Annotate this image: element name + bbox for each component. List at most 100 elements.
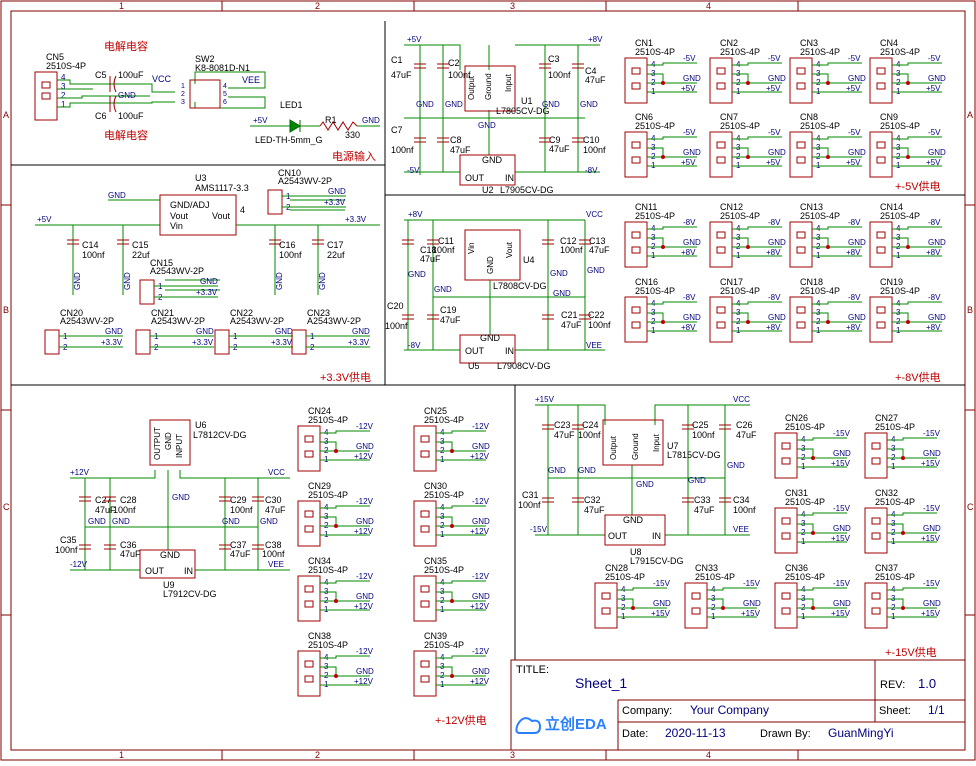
cn5-body: [34, 71, 58, 121]
net-m8: -8V: [585, 166, 598, 175]
connector-body: [291, 329, 307, 355]
junction-dot: [746, 81, 750, 85]
reg-5v-block: Output Ground Input U1 L7805CV-DG GND OU…: [391, 35, 606, 195]
connector-ref: CN7: [720, 112, 738, 122]
c19-ref: C19: [440, 305, 457, 315]
connector-body: [789, 296, 813, 343]
connector-net-gnd: GND: [928, 148, 946, 157]
connector-body: [869, 296, 893, 343]
connector-net-pos: +15V: [921, 609, 941, 618]
u2-body: [459, 154, 516, 186]
junction-dot: [661, 320, 665, 324]
connector-value: 2510S-4P: [880, 211, 920, 221]
connector-value: 2510S-4P: [720, 47, 760, 57]
connector-value: 2510S-4P: [880, 121, 920, 131]
connector-net-gnd: GND: [683, 238, 701, 247]
junction-dot: [334, 599, 338, 603]
c22-ref: C22: [588, 310, 605, 320]
connector-value: 2510S-4P: [880, 47, 920, 57]
junction-dot: [906, 81, 910, 85]
reg-15v-block: Output Ground Input U7 L7815CV-DG GND OU…: [518, 395, 757, 566]
connector-net-neg: -5V: [928, 128, 941, 137]
cn5-pin: 2: [61, 91, 66, 100]
c11-ref: C11: [438, 236, 454, 246]
gnd-label: GND: [88, 517, 106, 526]
net-p8: +8V: [408, 210, 423, 219]
u3-pin-vout: Vout: [170, 211, 189, 221]
connector-body: [594, 582, 618, 629]
connector-net-neg: -15V: [833, 504, 851, 513]
junction-dot: [906, 155, 910, 159]
sw2-value: K8-8081D-N1: [195, 63, 250, 73]
junction-dot: [631, 606, 635, 610]
connector-net-gnd: GND: [848, 148, 866, 157]
connector-value: 2510S-4P: [635, 211, 675, 221]
net-p8: +8V: [588, 35, 603, 44]
net-p5: +5V: [37, 215, 52, 224]
junction-dot: [450, 449, 454, 453]
c20-ref: C20: [387, 301, 404, 311]
u9-pin-gnd: GND: [160, 550, 181, 560]
c34-value: 100nf: [733, 505, 756, 515]
connector-2p-layer: CN10A2543WV-2P12GND+3.3VCN15A2543WV-2P12…: [44, 168, 370, 355]
connector-net-pos: +8V: [766, 248, 781, 257]
u9-pin-out: OUT: [145, 566, 165, 576]
connector-net-neg: -15V: [743, 579, 761, 588]
c13-ref: C13: [589, 236, 606, 246]
c33-value: 47uF: [694, 505, 715, 515]
junction-dot: [826, 155, 830, 159]
frame-col-label: 3: [510, 1, 515, 11]
connector-net-pos: +15V: [741, 609, 761, 618]
drawn-label: Drawn By:: [760, 728, 811, 740]
c10-ref: C10: [583, 135, 600, 145]
title-block: [510, 659, 966, 751]
c21-value: 47uF: [561, 320, 582, 330]
connector-value: A2543WV-2P: [150, 266, 204, 276]
connector-net-neg: -8V: [768, 293, 781, 302]
u7-pin-output: Output: [609, 435, 618, 460]
connector-ref: CN30: [424, 481, 447, 491]
connector-net-gnd: GND: [768, 74, 786, 83]
c27-value: 47uF: [95, 505, 116, 515]
gnd-label: GND: [318, 272, 327, 290]
connector-net-pos: +15V: [921, 459, 941, 468]
u5-value: L7908CV-DG: [497, 361, 551, 371]
u3-pin-vout2: Vout: [212, 211, 231, 221]
connector-ref: CN38: [308, 631, 331, 641]
logo: 立创EDA: [515, 715, 607, 734]
connector-body: [864, 432, 888, 479]
connector-net-neg: -12V: [356, 572, 374, 581]
u9-pin-in: IN: [184, 566, 193, 576]
connector-net-gnd: GND: [928, 313, 946, 322]
c2-ref: C2: [448, 58, 460, 68]
connector-value: 2510S-4P: [785, 572, 825, 582]
u5-pin-gnd: GND: [480, 333, 501, 343]
net-p15: +15V: [535, 395, 555, 404]
connector-ref: CN19: [880, 277, 903, 287]
connector-value: 2510S-4P: [800, 211, 840, 221]
c31-value: 100nf: [518, 500, 541, 510]
connector-body: [44, 329, 60, 355]
c14-value: 100nf: [82, 250, 105, 260]
u8-pin-out: OUT: [608, 531, 628, 541]
connector-body: [684, 582, 708, 629]
junction-dot: [746, 320, 750, 324]
frame-col-label: 4: [706, 750, 711, 760]
connector-net-pos: +8V: [846, 248, 861, 257]
net-vcc: VCC: [733, 395, 750, 404]
cloud-icon: [515, 717, 542, 734]
connector-ref: CN25: [424, 406, 447, 416]
u7-value: L7815CV-DG: [667, 450, 721, 460]
gnd-label: GND: [123, 272, 132, 290]
